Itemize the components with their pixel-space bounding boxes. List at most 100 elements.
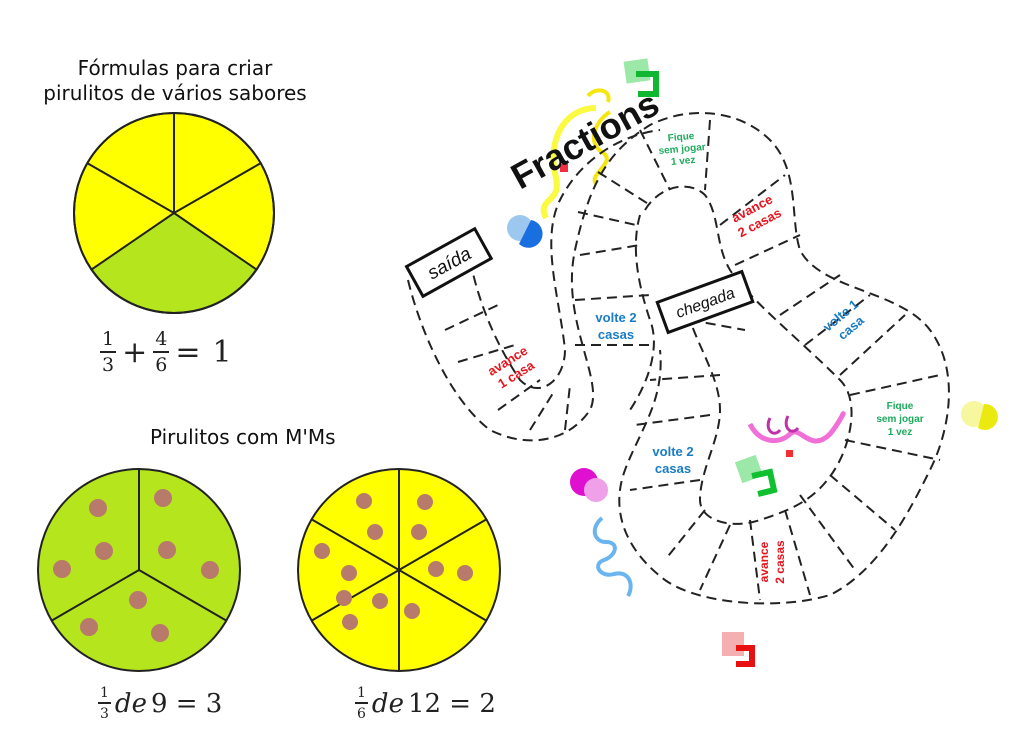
start-frame	[404, 226, 494, 299]
candy-dot	[151, 624, 169, 642]
candy-dot	[89, 499, 107, 517]
equation-one-sixth-of-twelve: 1 6 de 12 = 2	[355, 686, 500, 721]
candy-dot	[411, 524, 427, 540]
confetti-green-square	[636, 71, 659, 97]
fraction-denominator: 3	[102, 354, 115, 376]
candy-dot	[336, 590, 352, 606]
fraction-denominator: 6	[155, 354, 168, 376]
square-volte-2-first: volte 2 casas	[595, 310, 636, 342]
word-de: de	[114, 688, 147, 719]
pie-divider	[173, 162, 262, 214]
board-game: Fractions	[404, 58, 998, 667]
square-divider	[564, 384, 571, 431]
square-divider	[804, 294, 871, 346]
heading-top-line1: Fórmulas para criar	[77, 56, 273, 80]
board-title: Fractions	[504, 83, 666, 197]
pie-divider	[50, 569, 140, 622]
track-outline	[407, 112, 950, 605]
equation-result: 1	[212, 335, 232, 370]
square-label: avance	[757, 541, 771, 582]
candy-dot	[154, 489, 172, 507]
candy-dot	[53, 560, 71, 578]
confetti-magenta-dot	[584, 478, 608, 502]
pie-divider	[398, 569, 488, 622]
pie-divider	[86, 162, 175, 214]
equation-top: 1 3 + 4 6 = 1	[100, 330, 238, 375]
track-edge	[469, 129, 661, 411]
square-divider	[597, 171, 651, 206]
lollipop-sixths-pie	[297, 468, 501, 672]
square-label: 1 vez	[671, 155, 696, 168]
square-volte-2-second: volte 2 casas	[652, 444, 693, 476]
square-divider	[629, 479, 701, 491]
square-label: Fique	[887, 401, 914, 412]
square-divider	[829, 474, 896, 531]
fraction-numerator: 1	[98, 686, 111, 704]
square-label: sem jogar	[876, 414, 923, 425]
fraction-denominator: 3	[100, 706, 109, 722]
candy-dot	[95, 542, 113, 560]
candy-dot	[129, 591, 147, 609]
confetti-red-square	[736, 645, 755, 667]
square-avance-2-top: avance 2 casas	[729, 192, 784, 241]
confetti-red-square	[722, 632, 744, 656]
square-divider	[577, 211, 637, 226]
candy-dot	[158, 541, 176, 559]
square-divider	[497, 379, 541, 411]
square-divider	[849, 374, 941, 396]
track-edge	[644, 185, 853, 525]
plus-sign: +	[122, 335, 148, 370]
lollipop-thirds-pie	[37, 468, 241, 672]
square-divider	[719, 174, 786, 226]
square-label: volte 2	[652, 444, 693, 459]
square-divider	[579, 244, 641, 256]
candy-dot	[341, 565, 357, 581]
equation-rest: 9 = 3	[150, 688, 223, 719]
finish-frame	[655, 269, 755, 335]
square-divider	[799, 494, 856, 571]
square-divider	[839, 314, 906, 376]
fraction-one-sixth: 1 6	[355, 686, 368, 721]
square-divider	[649, 374, 721, 381]
heading-bottom: Pirulitos com M'Ms	[150, 425, 390, 450]
candy-dot	[314, 543, 330, 559]
equals-sign: =	[175, 335, 201, 370]
fraction-one-third: 1 3	[98, 686, 111, 721]
word-de: de	[371, 688, 404, 719]
square-divider	[444, 304, 499, 331]
square-volte-1: volte 1 casa	[820, 297, 867, 343]
square-label: Fique	[667, 131, 695, 144]
square-divider	[779, 274, 841, 316]
square-divider	[457, 344, 516, 363]
equation-rest: 12 = 2	[407, 688, 496, 719]
square-label: volte 2	[595, 310, 636, 325]
equation-one-third-of-nine: 1 3 de 9 = 3	[98, 686, 226, 721]
fraction-numerator: 1	[100, 330, 117, 353]
square-divider	[699, 524, 731, 591]
square-avance-1: avance 1 casa	[485, 343, 538, 392]
square-label: casas	[598, 327, 634, 342]
confetti-decorations	[507, 58, 998, 667]
start-box: saída	[404, 226, 494, 299]
confetti-green-square	[734, 454, 764, 484]
square-divider	[529, 389, 556, 431]
pie-divider	[310, 518, 400, 571]
square-avance-2-bottom: avance 2 casas	[757, 540, 787, 584]
candy-dot	[404, 603, 420, 619]
square-divider	[704, 119, 711, 191]
square-divider	[574, 294, 651, 301]
square-label: casas	[655, 461, 691, 476]
fraction-four-sixths: 4 6	[153, 330, 170, 376]
square-label: 1 vez	[888, 427, 912, 438]
candy-dot	[457, 565, 473, 581]
candy-dot	[428, 561, 444, 577]
candy-dot	[356, 493, 372, 509]
streamer-yellow	[540, 105, 597, 220]
confetti-blue-dot	[519, 220, 543, 248]
heading-top: Fórmulas para criar pirulitos de vários …	[20, 56, 330, 106]
candy-dot	[417, 494, 433, 510]
fraction-denominator: 6	[357, 706, 366, 722]
square-divider	[639, 129, 671, 191]
heading-top-line2: pirulitos de vários sabores	[43, 81, 307, 105]
confetti-green-square	[751, 468, 778, 497]
